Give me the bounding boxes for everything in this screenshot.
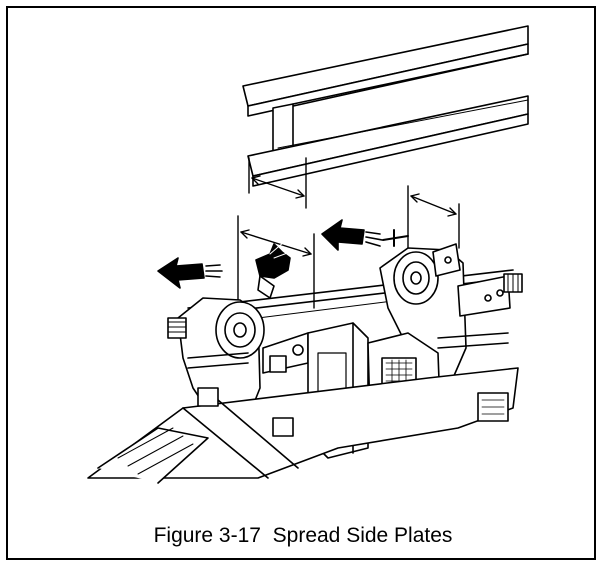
- spread-side-plates-illustration: [87, 25, 529, 484]
- carriage-base: [87, 332, 519, 484]
- pointing-hand-icon: [255, 241, 291, 299]
- figure-frame: Figure 3-17 Spread Side Plates: [6, 6, 596, 560]
- figure-caption: Figure 3-17 Spread Side Plates: [153, 524, 453, 547]
- i-beam: [242, 25, 529, 187]
- left-arrow-icon: [157, 257, 223, 289]
- dimension-lines: [237, 157, 460, 309]
- right-arrow-icon: [321, 219, 383, 251]
